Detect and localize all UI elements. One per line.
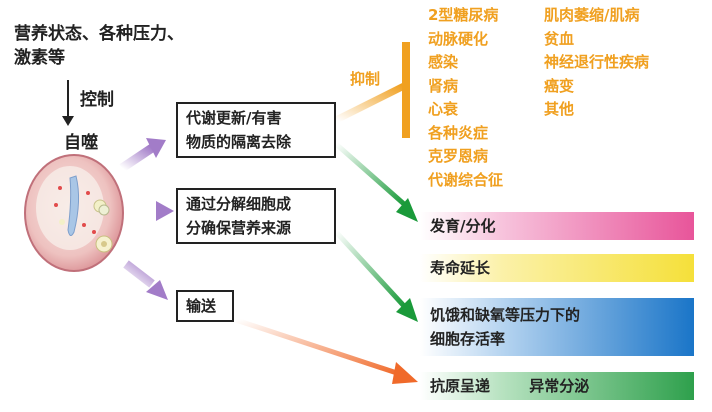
function-box-nutrients-line1: 通过分解细胞成 (186, 192, 326, 216)
disease-item: 神经退行性疾病 (544, 51, 649, 75)
outcome-survival-line2: 细胞存活率 (430, 327, 694, 351)
disease-item: 感染 (428, 51, 503, 75)
disease-item: 克罗恩病 (428, 145, 503, 169)
function-box-nutrients-line2: 分确保营养来源 (186, 216, 326, 240)
outcome-antigen: 抗原呈递 异常分泌 (420, 372, 694, 400)
green-arrow-1 (336, 144, 418, 222)
disease-item: 贫血 (544, 28, 649, 52)
function-box-turnover: 代谢更新/有害 物质的隔离去除 (176, 102, 336, 158)
outcome-development: 发育/分化 (420, 212, 694, 240)
orange-arrow (236, 320, 418, 384)
disease-list-1: 2型糖尿病 动脉硬化 感染 肾病 心衰 各种炎症 克罗恩病 代谢综合征 (428, 4, 503, 192)
disease-item: 2型糖尿病 (428, 4, 503, 28)
function-box-transport-line1: 输送 (186, 294, 224, 318)
disease-item: 其他 (544, 98, 649, 122)
autophagy-cell-illustration (25, 155, 123, 271)
control-arrow (62, 80, 74, 126)
upstream-factors-line1: 营养状态、各种压力、 (14, 22, 184, 46)
outcome-antigen-label: 抗原呈递 (430, 377, 490, 395)
disease-item: 肌肉萎缩/肌病 (544, 4, 649, 28)
disease-list-2: 肌肉萎缩/肌病 贫血 神经退行性疾病 癌变 其他 (544, 4, 649, 122)
outcome-survival-line1: 饥饿和缺氧等压力下的 (430, 303, 694, 327)
inhibit-line (336, 42, 410, 138)
upstream-factors-line2: 激素等 (14, 46, 184, 70)
outcome-longevity: 寿命延长 (420, 254, 694, 282)
disease-item: 代谢综合征 (428, 169, 503, 193)
green-arrow-2 (336, 232, 418, 322)
purple-arrow-2 (128, 201, 174, 221)
disease-item: 癌变 (544, 75, 649, 99)
upstream-factors-text: 营养状态、各种压力、 激素等 (14, 22, 184, 70)
outcome-survival: 饥饿和缺氧等压力下的 细胞存活率 (420, 298, 694, 356)
function-box-transport: 输送 (176, 290, 234, 322)
disease-item: 肾病 (428, 75, 503, 99)
function-box-nutrients: 通过分解细胞成 分确保营养来源 (176, 188, 336, 244)
purple-arrow-1 (122, 138, 166, 168)
function-box-turnover-line2: 物质的隔离去除 (186, 130, 326, 154)
disease-item: 心衰 (428, 98, 503, 122)
outcome-secretion-label: 异常分泌 (529, 377, 589, 395)
inhibit-label: 抑制 (350, 68, 380, 89)
control-label: 控制 (80, 85, 114, 110)
purple-arrow-3 (126, 264, 168, 300)
function-box-turnover-line1: 代谢更新/有害 (186, 106, 326, 130)
disease-item: 各种炎症 (428, 122, 503, 146)
autophagy-label: 自噬 (64, 128, 98, 153)
disease-item: 动脉硬化 (428, 28, 503, 52)
